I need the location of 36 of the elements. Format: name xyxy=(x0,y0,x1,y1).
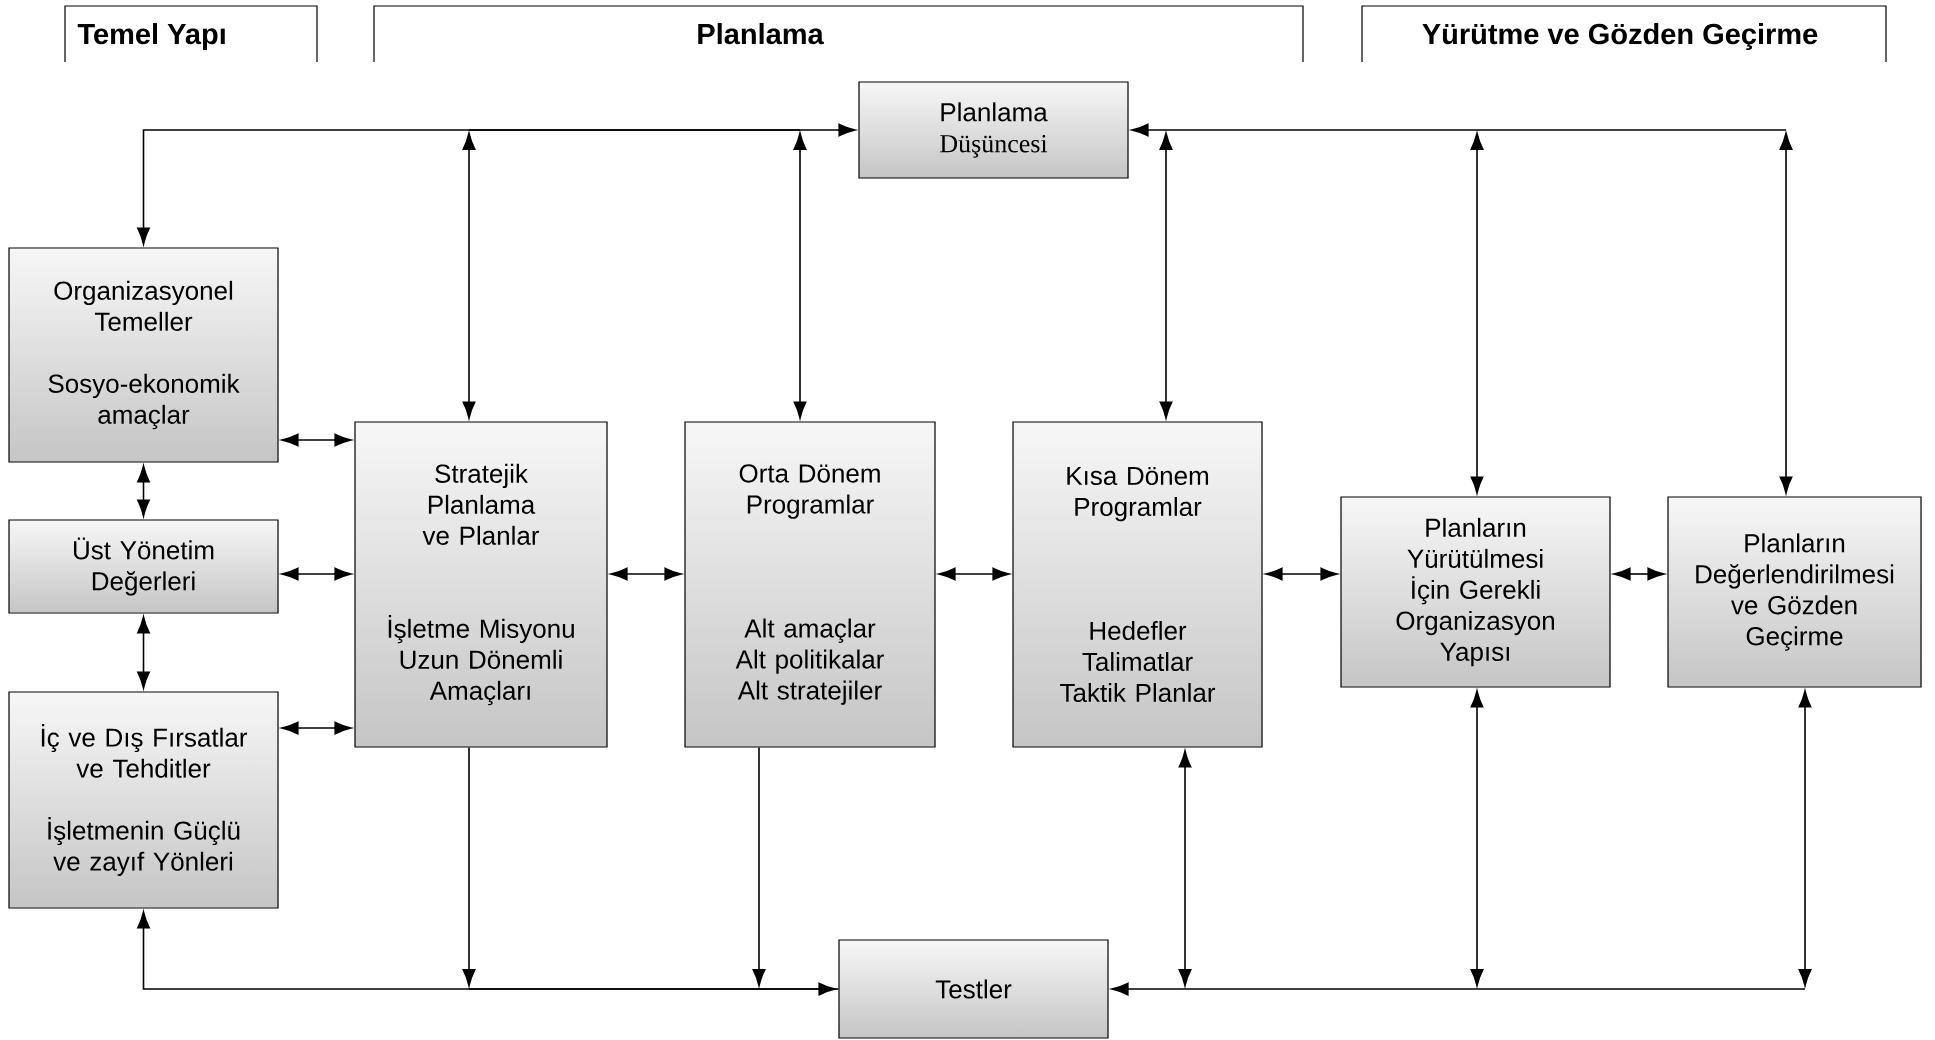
section-header: Yürütme ve Gözden Geçirme xyxy=(1361,5,1887,63)
process-box: İç ve Dış Fırsatlar ve Tehditler İşletmenin Güçlü ve zayıf Yönleri xyxy=(8,691,279,909)
arrow xyxy=(137,911,836,996)
arrow xyxy=(1798,690,1812,987)
arrow xyxy=(1159,132,1173,419)
process-box: Üst Yönetim Değerleri xyxy=(8,519,279,614)
arrow xyxy=(938,567,1010,581)
arrow xyxy=(1111,982,1806,996)
arrow xyxy=(281,567,352,581)
arrow xyxy=(281,721,352,735)
process-box: Kısa Dönem Programlar Hedefler Talimatlar Taktik Planlar xyxy=(1012,421,1263,748)
arrow xyxy=(793,132,807,419)
arrow xyxy=(752,746,766,987)
arrow xyxy=(1613,567,1665,581)
arrow xyxy=(1779,132,1793,494)
process-box: Organizasyonel Temeller Sosyo-ekonomik amaçlar xyxy=(8,247,279,463)
arrow xyxy=(1265,567,1338,581)
process-box: Planlama Düşüncesi xyxy=(858,81,1129,179)
process-box: Planların Yürütülmesi İçin Gerekli Organizasyon Yapısı xyxy=(1340,496,1611,688)
arrow xyxy=(462,132,476,419)
process-box: Orta Dönem Programlar Alt amaçlar Alt politikalar Alt stratejiler xyxy=(684,421,936,748)
arrow xyxy=(1131,123,1787,137)
process-box: Testler xyxy=(838,939,1109,1039)
arrow xyxy=(281,433,352,447)
arrow xyxy=(1470,690,1484,987)
arrow xyxy=(1178,750,1192,987)
arrow xyxy=(610,567,682,581)
arrow xyxy=(137,123,856,245)
section-header: Planlama xyxy=(373,5,1304,63)
process-box: Stratejik Planlama ve Planlar İşletme Misyonu Uzun Dönemli Amaçları xyxy=(354,421,608,748)
arrow xyxy=(1470,132,1484,494)
process-box: Planların Değerlendirilmesi ve Gözden Geçirme xyxy=(1667,496,1922,688)
arrow xyxy=(137,616,150,689)
arrow xyxy=(462,746,476,987)
arrow xyxy=(137,465,150,517)
section-header: Temel Yapı xyxy=(64,5,318,63)
